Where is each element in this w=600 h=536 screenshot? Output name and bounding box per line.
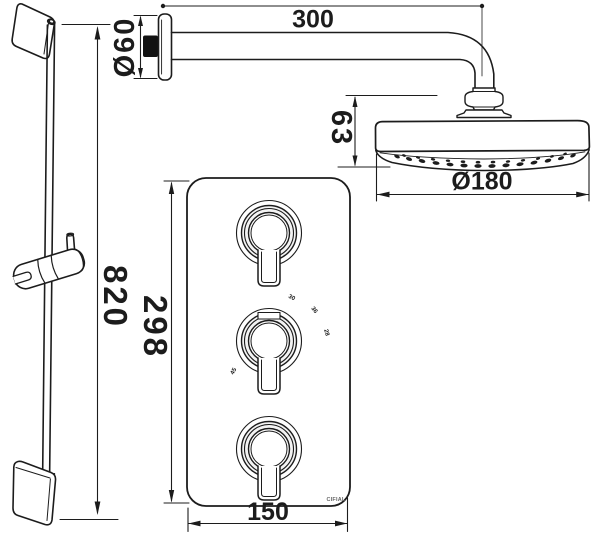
holder-fork-slot — [12, 271, 32, 285]
dim-head-height-label: 63 — [325, 110, 357, 146]
top-wall-bracket — [11, 3, 56, 60]
wall-flange — [157, 13, 173, 81]
slide-rail-assembly — [11, 3, 86, 526]
shower-head — [374, 119, 591, 172]
temp-mark-36: 36 — [309, 306, 318, 315]
knob-top-handle — [257, 249, 281, 287]
head-body — [374, 119, 591, 153]
bottom-wall-bracket — [12, 460, 57, 526]
knob-bottom-handle — [257, 465, 281, 501]
dim-arm-length-label: 300 — [292, 6, 334, 34]
dim-head-diameter: Ø180 — [375, 152, 590, 202]
dim-head-diameter-label: Ø180 — [451, 168, 512, 196]
holder-pin — [65, 233, 76, 251]
arm-pipe — [170, 31, 495, 89]
wall-anchor-block — [143, 35, 158, 57]
valve-plate: 30 36 28 45 CIFIAL — [186, 177, 351, 507]
head-spray-face — [375, 149, 590, 172]
knob-top — [235, 199, 303, 287]
holder-body — [12, 248, 86, 290]
temperature-indicator-notch — [257, 311, 281, 320]
knob-middle-handle — [257, 357, 281, 395]
dim-plate-width: 150 — [187, 497, 349, 533]
temp-mark-28: 28 — [322, 329, 330, 338]
dim-head-height: 63 — [325, 94, 438, 168]
dim-flange-diameter: Ø60 — [109, 14, 158, 80]
dim-plate-height-label: 298 — [137, 295, 174, 359]
dim-arm-length: 300 — [160, 3, 485, 77]
brand-logo-text: CIFIAL — [327, 497, 346, 503]
dim-rail-height-label: 820 — [97, 265, 134, 329]
spray-nozzles — [394, 152, 576, 168]
rail-bar — [41, 22, 56, 480]
dim-plate-height: 298 — [137, 180, 190, 504]
connector-nut — [464, 87, 504, 111]
knob-bottom — [235, 415, 303, 501]
temp-mark-45: 45 — [230, 367, 239, 376]
dim-rail-height: 820 — [59, 23, 134, 521]
shower-arm-assembly — [143, 13, 591, 172]
knob-middle: 30 36 28 45 — [230, 294, 330, 395]
temp-mark-30: 30 — [287, 294, 296, 303]
head-collar — [456, 109, 512, 119]
dim-flange-diameter-label: Ø60 — [109, 17, 141, 78]
handset-holder — [12, 232, 86, 290]
dim-plate-width-label: 150 — [247, 498, 289, 526]
